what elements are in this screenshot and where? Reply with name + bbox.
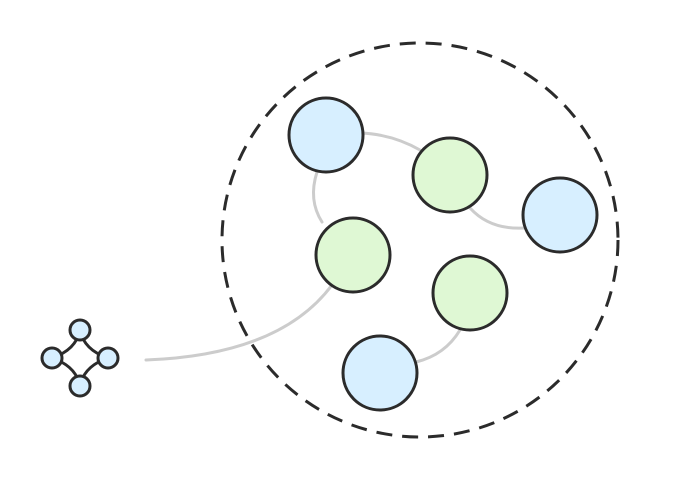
edge-n1-n4 xyxy=(311,170,324,224)
hub-satellite-2 xyxy=(96,346,120,370)
edge-n5-n6 xyxy=(414,328,462,364)
node-green-n2[interactable] xyxy=(411,136,489,214)
edge-layer xyxy=(144,131,526,364)
node-blue-n1[interactable] xyxy=(287,96,365,174)
hub-satellite-3 xyxy=(68,374,92,398)
node-blue-n3[interactable] xyxy=(521,176,599,254)
hub-satellite-4 xyxy=(40,346,64,370)
node-blue-n6[interactable] xyxy=(341,334,419,412)
node-green-n4[interactable] xyxy=(314,216,392,294)
node-layer xyxy=(287,96,599,412)
edge-n2-n3 xyxy=(468,206,526,230)
edge-hub-n4 xyxy=(144,283,334,362)
node-green-n5[interactable] xyxy=(431,254,509,332)
edge-n1-n2 xyxy=(358,131,422,152)
cluster-boundary xyxy=(220,41,620,439)
network-hub-icon xyxy=(40,318,120,398)
hub-satellite-1 xyxy=(68,318,92,342)
